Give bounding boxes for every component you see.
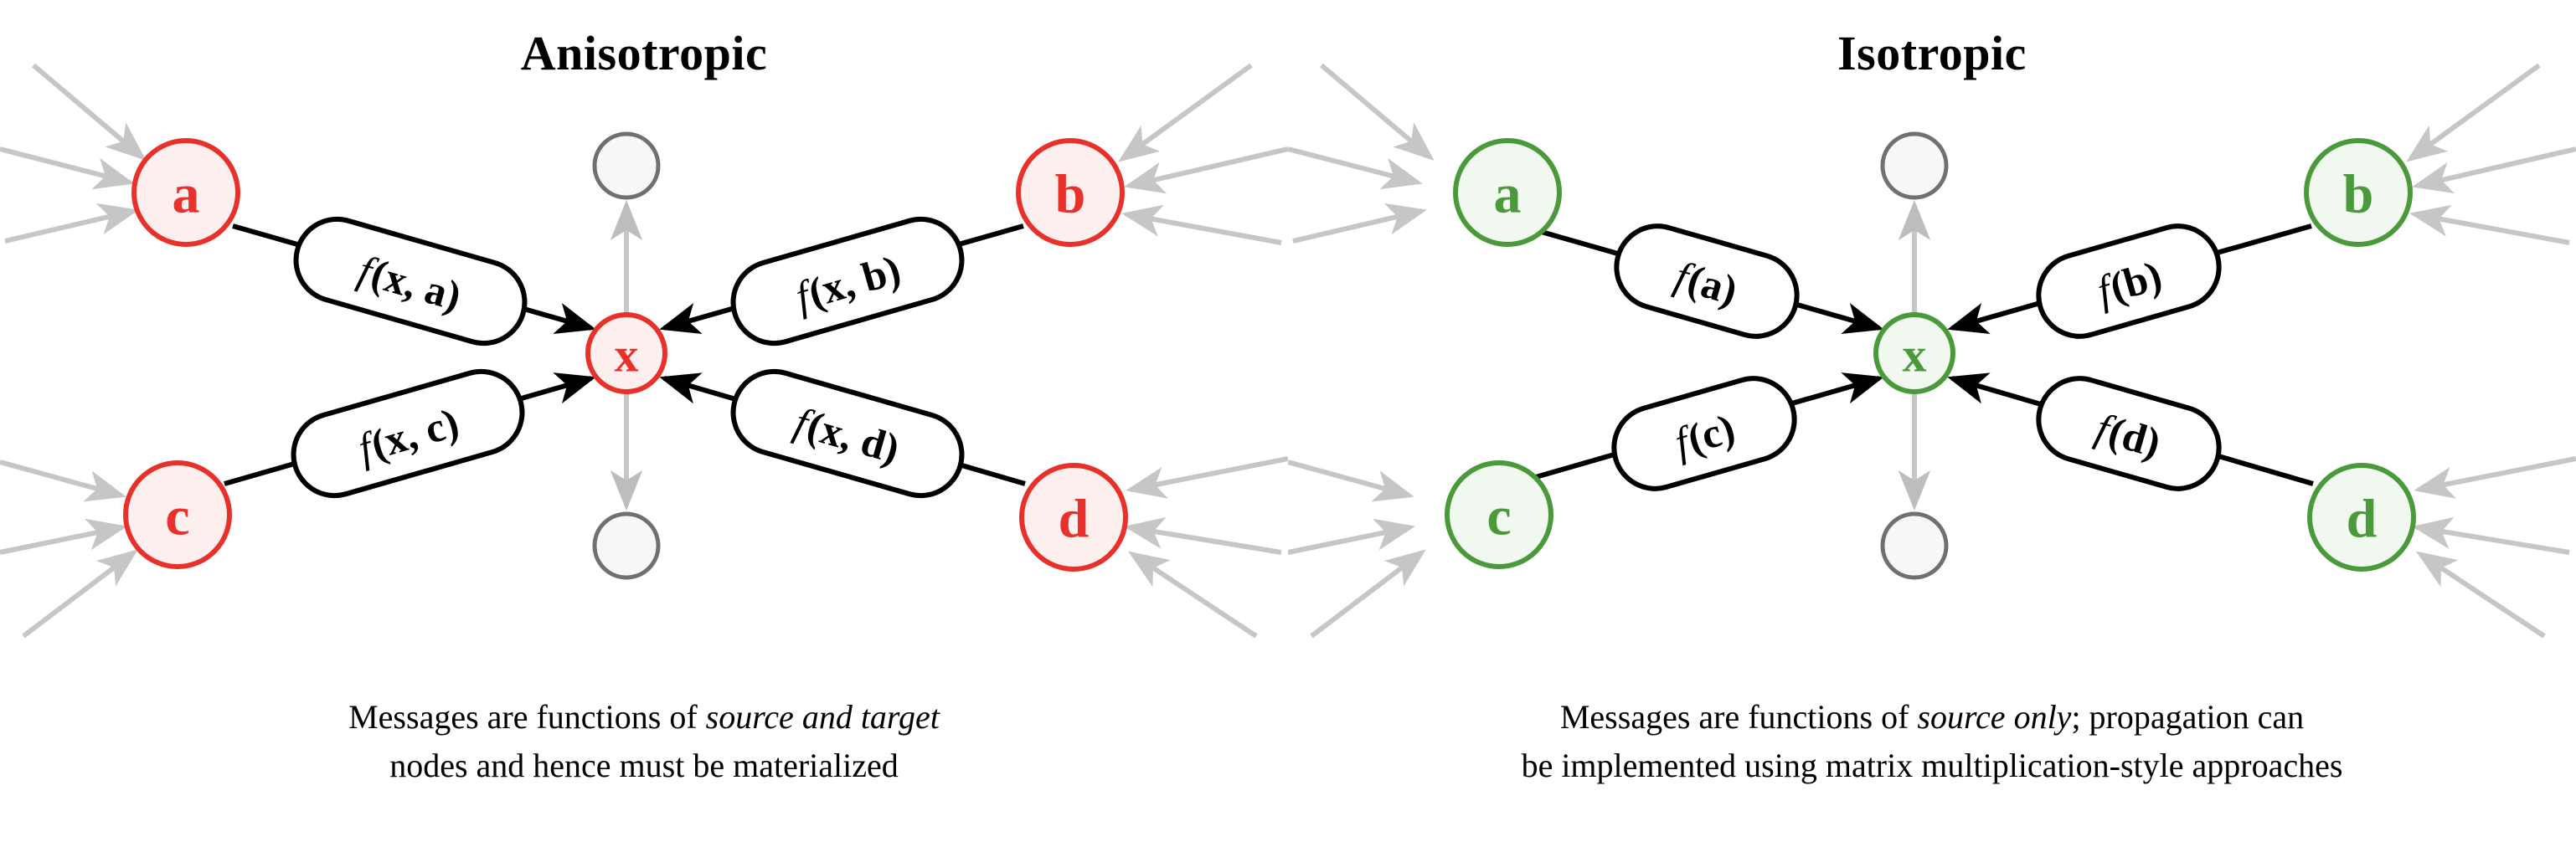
external-arrows-b — [1118, 63, 1288, 245]
caption-line1-emphasis: source only — [1917, 698, 2072, 736]
graph-isotropic: f(a) f(b) f(c) f(d) — [1288, 63, 2576, 639]
node-c[interactable]: c — [123, 460, 232, 569]
node-b-label: b — [1055, 164, 1086, 225]
node-d-label: d — [1059, 489, 1090, 550]
message-pill-d[interactable]: f(d) — [2029, 369, 2228, 499]
panel-title-anisotropic: Anisotropic — [520, 26, 768, 80]
ghost-node-top — [592, 131, 661, 200]
node-b[interactable]: b — [2304, 138, 2413, 247]
caption-anisotropic-line1: Messages are functions of source and tar… — [0, 693, 1288, 742]
external-arrows-c — [0, 460, 138, 639]
node-d[interactable]: d — [2307, 463, 2416, 572]
ghost-node-bottom — [1880, 511, 1949, 580]
message-pill-c[interactable]: f(x, c) — [284, 362, 532, 505]
message-pill-a[interactable]: f(a) — [1607, 217, 1806, 347]
ghost-node-top — [1880, 131, 1949, 200]
message-pill-b[interactable]: f(b) — [2029, 217, 2228, 347]
caption-anisotropic: Messages are functions of source and tar… — [0, 693, 1288, 790]
message-pill-d[interactable]: f(x, d) — [724, 362, 971, 505]
caption-isotropic: Messages are functions of source only; p… — [1288, 693, 2576, 790]
node-d[interactable]: d — [1019, 463, 1128, 572]
node-x-center[interactable]: x — [585, 312, 667, 394]
node-c-label: c — [1486, 486, 1511, 547]
graph-anisotropic: f(x, a) f(x, b) f(x, c) f(x, d) — [0, 63, 1288, 639]
caption-line1-pre: Messages are functions of — [1559, 698, 1918, 736]
node-b-label: b — [2343, 164, 2374, 225]
node-b[interactable]: b — [1016, 138, 1125, 247]
external-arrows-d — [1124, 456, 1288, 639]
node-x-label: x — [1903, 328, 1927, 382]
panel-anisotropic: Anisotropic — [0, 26, 1288, 790]
caption-line1-pre: Messages are functions of — [348, 698, 706, 736]
caption-isotropic-line2: be implemented using matrix multiplicati… — [1521, 747, 2343, 784]
external-arrows-a — [0, 63, 147, 244]
message-pill-b[interactable]: f(x, b) — [724, 209, 971, 352]
caption-isotropic-line1: Messages are functions of source only; p… — [1288, 693, 2576, 742]
caption-line1-emphasis: source and target — [705, 698, 940, 736]
node-d-label: d — [2347, 489, 2378, 550]
message-pill-d-label: f(x, d) — [790, 398, 905, 472]
node-c[interactable]: c — [1445, 460, 1553, 569]
external-arrows-c — [1288, 460, 1426, 639]
node-x-center[interactable]: x — [1873, 312, 1955, 394]
node-x-label: x — [615, 328, 639, 382]
node-a[interactable]: a — [131, 138, 240, 247]
external-arrows-d — [2412, 456, 2576, 639]
node-a[interactable]: a — [1453, 138, 1562, 247]
caption-anisotropic-line2: nodes and hence must be materialized — [389, 747, 899, 784]
ghost-node-bottom — [592, 511, 661, 580]
message-pill-a[interactable]: f(x, a) — [286, 209, 534, 352]
caption-line1-post: ; propagation can — [2071, 698, 2305, 736]
node-a-label: a — [1494, 164, 1522, 225]
external-arrows-a — [1288, 63, 1435, 244]
node-c-label: c — [165, 486, 189, 547]
external-arrows-b — [2406, 63, 2576, 245]
panel-isotropic: Isotropic — [1288, 0, 2576, 842]
message-pill-c[interactable]: f(c) — [1605, 369, 1804, 499]
message-pill-b-label: f(b) — [2092, 251, 2166, 314]
node-a-label: a — [173, 164, 200, 225]
panel-title-isotropic: Isotropic — [1837, 26, 2027, 80]
